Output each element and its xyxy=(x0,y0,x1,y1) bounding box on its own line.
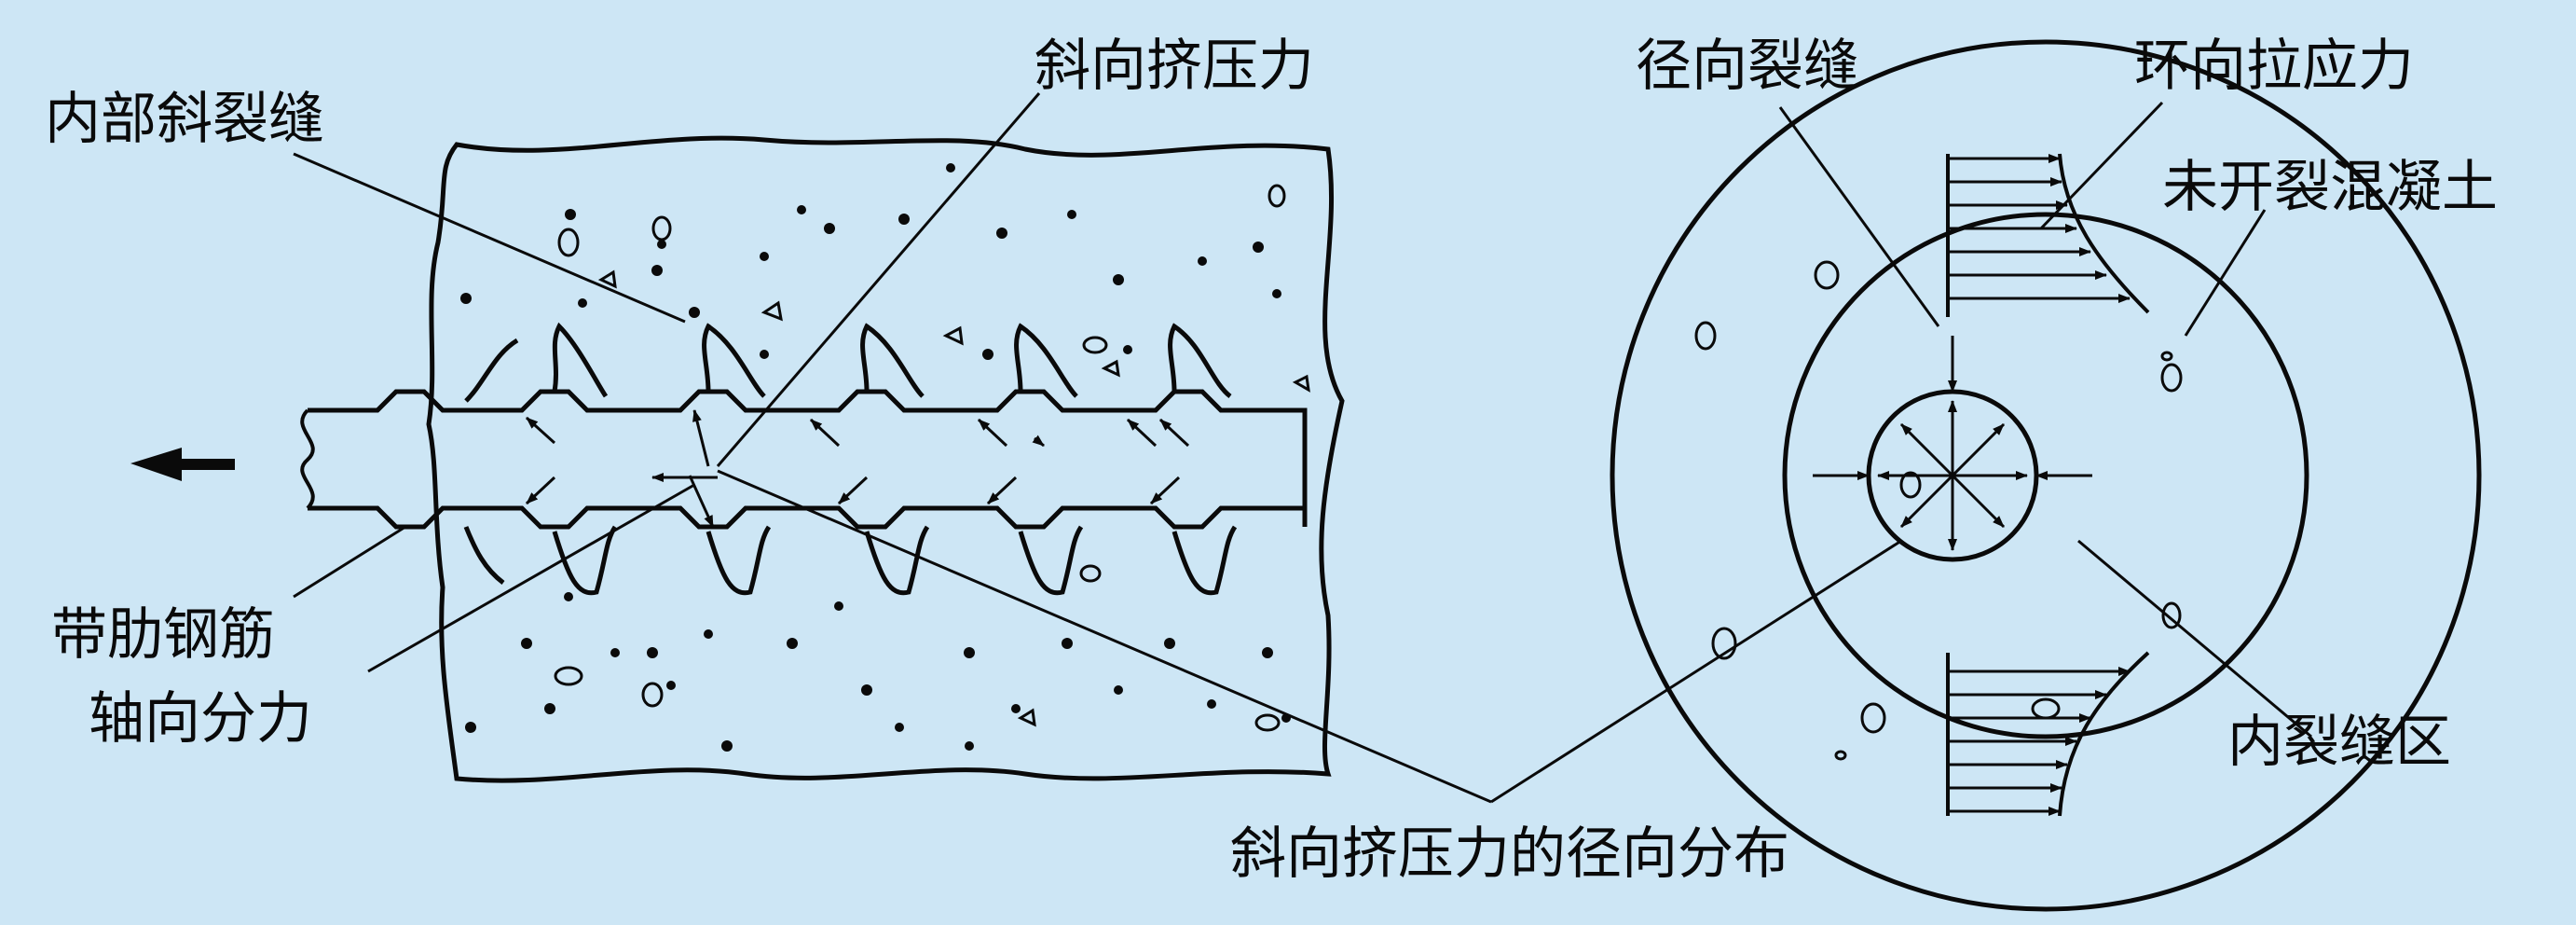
label-ribbed-bar: 带肋钢筋 xyxy=(51,602,275,668)
pull-direction-arrow xyxy=(130,448,235,481)
upper-oblique-cracks xyxy=(464,322,1232,403)
label-radial-crack: 径向裂缝 xyxy=(1636,34,1859,99)
aggregate-dots xyxy=(460,163,1291,752)
leader-lines xyxy=(293,92,2312,804)
radial-pressure-arrows xyxy=(1813,336,2092,551)
rebar-lower-profile xyxy=(308,505,1305,530)
label-internal-crack-zone: 内裂缝区 xyxy=(2227,710,2451,775)
rebar-break-end xyxy=(300,408,315,510)
rebar-upper-profile xyxy=(308,389,1308,527)
hoop-stress-arrows-bottom xyxy=(1948,667,2131,816)
hoop-stress-arrows-top xyxy=(1948,154,2131,303)
lower-oblique-cracks xyxy=(463,525,1238,596)
inner-crack-zone-circle xyxy=(1782,212,2309,739)
label-axial-component: 轴向分力 xyxy=(89,686,312,752)
label-internal-oblique-crack: 内部斜裂缝 xyxy=(45,87,324,152)
concrete-block xyxy=(426,135,1345,783)
label-hoop-tension: 环向拉应力 xyxy=(2134,34,2414,99)
section-pebbles xyxy=(1694,260,2183,761)
label-uncracked-concrete: 未开裂混凝土 xyxy=(2162,155,2498,220)
label-oblique-compression: 斜向挤压力 xyxy=(1035,34,1314,99)
aggregate-pebbles xyxy=(554,184,1310,732)
label-radial-distribution: 斜向挤压力的径向分布 xyxy=(1230,821,1789,887)
outer-section-circle xyxy=(1610,39,2482,912)
hoop-stress-diagram-top xyxy=(1946,153,2150,317)
